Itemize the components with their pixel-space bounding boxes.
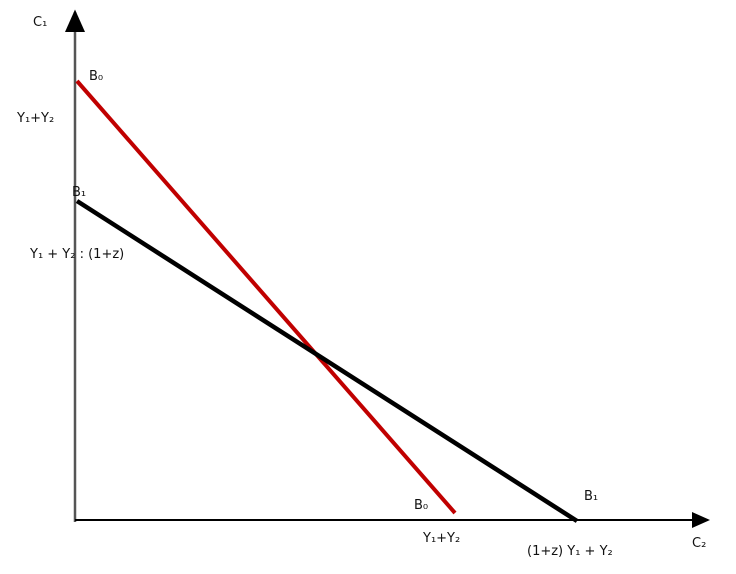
x-axis-label: C₂ (692, 536, 706, 551)
y-intercept-b0-label: Y₁+Y₂ (16, 111, 54, 126)
b0-top-label: B₀ (89, 69, 103, 84)
x-intercept-b0-label: Y₁+Y₂ (422, 531, 460, 546)
budget-line-b0 (75, 79, 457, 515)
b1-bottom-label: B₁ (584, 489, 598, 504)
b0-bottom-label: B₀ (414, 498, 428, 513)
x-intercept-b1-label: (1+z) Y₁ + Y₂ (527, 544, 613, 559)
y-axis-label: C₁ (33, 15, 47, 30)
y-intercept-b1-label: Y₁ + Y₂ : (1+z) (29, 247, 124, 262)
b1-top-label: B₁ (72, 185, 86, 200)
budget-line-b1 (75, 199, 579, 523)
